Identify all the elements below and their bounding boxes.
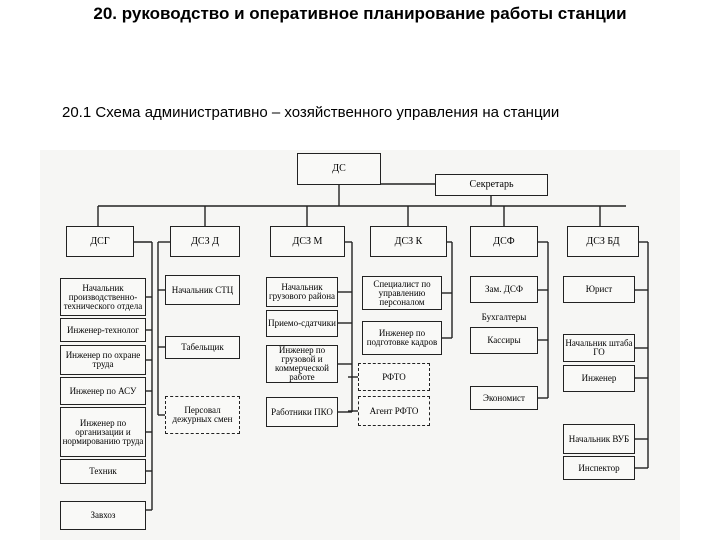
box-timekeeper: Табельщик (165, 336, 240, 359)
connector-lines (97, 183, 649, 511)
box-zavkhoz: Завхоз (60, 501, 146, 530)
box-deputy-dsf: Зам. ДСФ (470, 276, 538, 303)
box-commercial-engineer: Инженер по грузовой и коммерческой работ… (266, 345, 338, 383)
org-chart: ДС Секретарь ДСГ ДСЗ Д ДСЗ М ДСЗ К ДСФ Д… (40, 150, 680, 540)
box-accountants: Бухгалтеры (481, 311, 527, 322)
box-vub-head: Начальник ВУБ (563, 424, 635, 454)
box-head-dsg: ДСГ (66, 226, 134, 257)
box-rfto-agent: Агент РФТО (358, 396, 430, 426)
box-stc-head: Начальник СТЦ (165, 275, 240, 305)
box-acceptors: Приемо-сдатчики (266, 310, 338, 337)
box-head-dsz-d: ДСЗ Д (170, 226, 240, 257)
box-economist: Экономист (470, 386, 538, 410)
box-hr-specialist: Специалист по управлению персоналом (362, 276, 442, 310)
box-safety-engineer: Инженер по охране труда (60, 345, 146, 375)
box-pko-workers: Работники ПКО (266, 397, 338, 427)
box-rfto: РФТО (358, 363, 430, 391)
box-head-dsf: ДСФ (470, 226, 538, 257)
box-shift-staff: Персовал дежурных смен (165, 396, 240, 434)
box-head-dsz-m: ДСЗ М (270, 226, 345, 257)
box-training-engineer: Инженер по подготовке кадров (362, 321, 442, 355)
box-cargo-district-head: Начальник грузового района (266, 277, 338, 307)
box-go-staff-head: Начальник штаба ГО (563, 334, 635, 362)
slide-title: 20. руководство и оперативное планирован… (93, 4, 627, 23)
box-cashiers: Кассиры (470, 327, 538, 354)
box-head-dsz-bd: ДСЗ БД (567, 226, 639, 257)
box-secretary: Секретарь (435, 174, 548, 196)
box-inspector: Инспектор (563, 456, 635, 480)
box-lawyer: Юрист (563, 276, 635, 303)
box-asu-engineer: Инженер по АСУ (60, 377, 146, 405)
box-labor-engineer: Инженер по организации и нормированию тр… (60, 407, 146, 457)
slide-subtitle: 20.1 Схема административно – хозяйственн… (62, 104, 560, 121)
box-technician: Техник (60, 459, 146, 484)
box-engineer: Инженер (563, 365, 635, 392)
box-head-dsz-k: ДСЗ К (370, 226, 447, 257)
box-engineer-technologist: Инженер-технолог (60, 318, 146, 342)
box-ptо-head: Начальник производственно-технического о… (60, 278, 146, 316)
box-ds: ДС (297, 153, 381, 185)
